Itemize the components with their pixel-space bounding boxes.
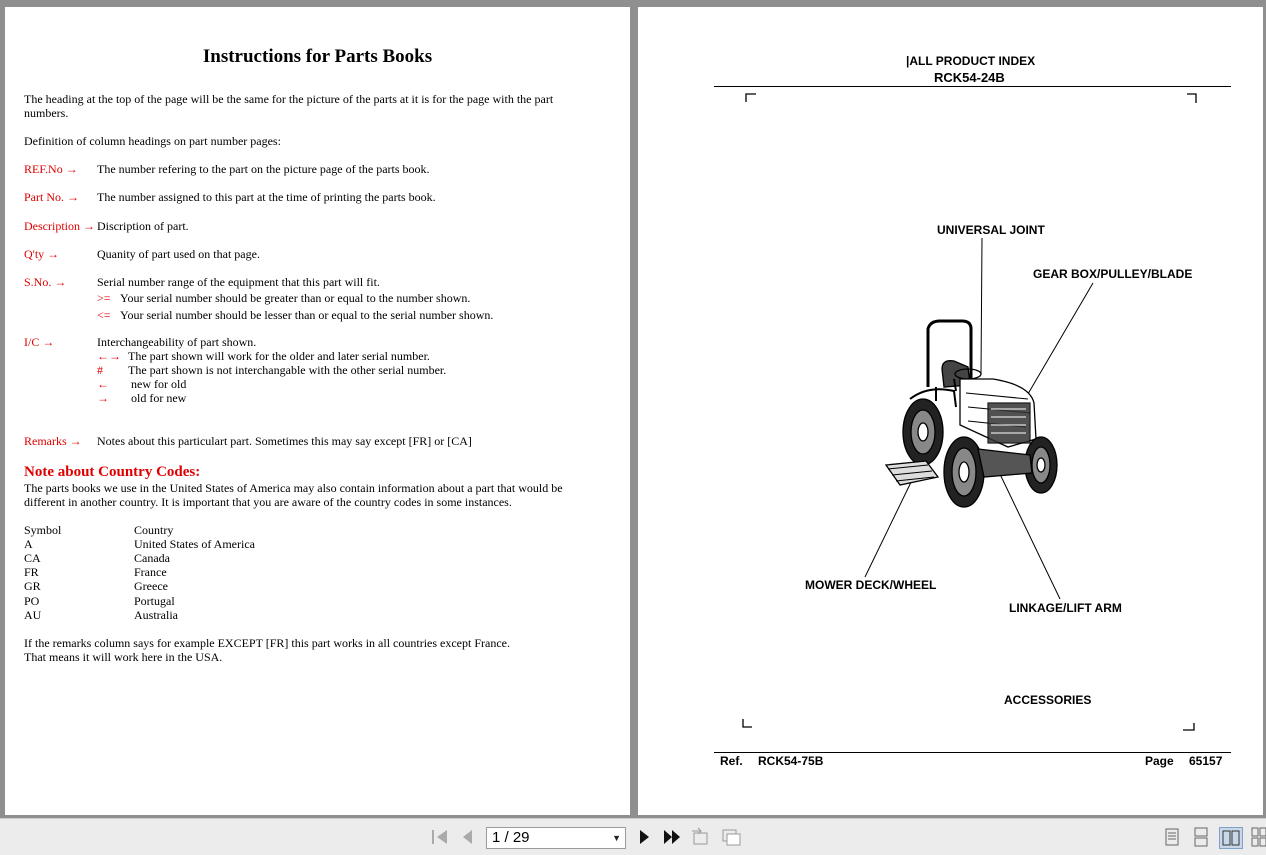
country-symbol: CA (24, 551, 41, 565)
previous-page-button[interactable] (457, 827, 479, 847)
chevron-down-icon: ▼ (612, 833, 621, 843)
page-title: Instructions for Parts Books (202, 46, 433, 67)
ic-text-right: old for new (131, 391, 187, 405)
tractor-diagram (742, 93, 1197, 731)
term-ic: I/C → (24, 335, 55, 349)
country-symbol: AU (24, 608, 42, 622)
country-symbol: GR (24, 579, 41, 593)
footer-ref-value: RCK54-75B (758, 754, 824, 768)
term-part-no: Part No. → (24, 190, 79, 204)
continuous-facing-icon (1251, 827, 1266, 847)
continuous-view-button[interactable] (1190, 827, 1212, 847)
def-ref-no: The number refering to the part on the p… (97, 162, 430, 176)
first-page-icon (432, 830, 447, 844)
footer-ref-label: Ref. (720, 754, 743, 768)
ic-text-both: The part shown will work for the older a… (128, 349, 430, 363)
term-remarks: Remarks → (24, 434, 82, 448)
ic-sym-hash: # (97, 363, 103, 377)
country-para-2: different in another country. It is impo… (24, 495, 512, 509)
def-remarks: Notes about this particulart part. Somet… (97, 434, 472, 448)
go-back-button[interactable] (690, 827, 712, 847)
left-document-page: Instructions for Parts Books The heading… (5, 7, 630, 815)
country-name: Canada (134, 551, 170, 565)
country-heading: Note about Country Codes: (24, 464, 201, 480)
country-name: Greece (134, 579, 168, 593)
go-forward-button[interactable] (720, 827, 742, 847)
page-number-select[interactable]: 1 / 29 ▼ (486, 827, 626, 849)
crop-marks (742, 93, 1197, 731)
def-description: Discription of part. (97, 219, 189, 233)
continuous-facing-view-button[interactable] (1248, 827, 1266, 847)
viewer-toolbar: 1 / 29 ▼ (0, 818, 1266, 855)
first-page-button[interactable] (429, 827, 451, 847)
term-description: Description → (24, 219, 95, 233)
ic-sym-right: → (97, 391, 109, 405)
ic-sym-left: ← (97, 377, 109, 391)
single-page-view-button[interactable] (1161, 827, 1183, 847)
ic-text-hash: The part shown is not interchangable wit… (128, 363, 447, 377)
sno-sym-ge: >= (97, 291, 111, 305)
label-mower-deck[interactable]: MOWER DECK/WHEEL (805, 578, 937, 592)
tractor-illustration (884, 319, 1058, 508)
go-forward-icon (722, 829, 741, 846)
next-page-button[interactable] (633, 827, 655, 847)
last-page-button[interactable] (661, 827, 683, 847)
next-page-icon (640, 830, 649, 844)
country-symbol: PO (24, 594, 40, 608)
intro-line-2: numbers. (24, 106, 69, 120)
page-indicator: 1 / 29 (492, 829, 530, 846)
label-gear-box[interactable]: GEAR BOX/PULLEY/BLADE (1033, 267, 1193, 281)
table-header-country: Country (134, 523, 174, 537)
country-name: Australia (134, 608, 178, 622)
single-page-icon (1165, 828, 1179, 846)
ic-text-left: new for old (131, 377, 187, 391)
right-document-page: |ALL PRODUCT INDEX RCK54-24B (638, 7, 1263, 815)
term-ref-no: REF.No → (24, 162, 78, 176)
def-qty: Quanity of part used on that page. (97, 247, 260, 261)
term-qty: Q'ty → (24, 247, 60, 261)
ic-sym-both: ←→ (97, 349, 121, 363)
country-name: France (134, 565, 167, 579)
label-accessories[interactable]: ACCESSORIES (1004, 693, 1092, 707)
index-code: RCK54-24B (934, 70, 1005, 85)
country-symbol: FR (24, 565, 39, 579)
footer-page-value: 65157 (1189, 754, 1223, 768)
definition-heading: Definition of column headings on part nu… (24, 134, 281, 148)
label-linkage[interactable]: LINKAGE/LIFT ARM (1009, 601, 1122, 615)
footer-page-label: Page (1145, 754, 1174, 768)
closing-line-1: If the remarks column says for example E… (24, 636, 510, 650)
facing-pages-view-button[interactable] (1219, 827, 1243, 849)
country-symbol: A (24, 537, 33, 551)
go-back-icon (692, 827, 708, 845)
footer-rule (714, 752, 1231, 753)
previous-page-icon (463, 830, 472, 844)
facing-pages-icon (1222, 830, 1240, 846)
sno-text-ge: Your serial number should be greater tha… (120, 291, 471, 305)
sno-text-le: Your serial number should be lesser than… (120, 308, 494, 322)
intro-line-1: The heading at the top of the page will … (24, 92, 554, 106)
closing-line-2: That means it will work here in the USA. (24, 650, 223, 664)
continuous-icon (1194, 827, 1208, 847)
last-page-icon (664, 830, 680, 844)
country-name: Portugal (134, 594, 175, 608)
term-sno: S.No. → (24, 275, 67, 289)
label-universal-joint[interactable]: UNIVERSAL JOINT (937, 223, 1045, 237)
def-ic: Interchangeability of part shown. (97, 335, 257, 349)
country-name: United States of America (134, 537, 255, 551)
index-header: |ALL PRODUCT INDEX (906, 54, 1036, 68)
sno-sym-le: <= (97, 308, 111, 322)
def-sno: Serial number range of the equipment tha… (97, 275, 380, 289)
def-part-no: The number assigned to this part at the … (97, 190, 436, 204)
country-para-1: The parts books we use in the United Sta… (24, 481, 563, 495)
header-rule (714, 86, 1231, 87)
table-header-symbol: Symbol (24, 523, 62, 537)
leader-lines (864, 237, 1094, 600)
